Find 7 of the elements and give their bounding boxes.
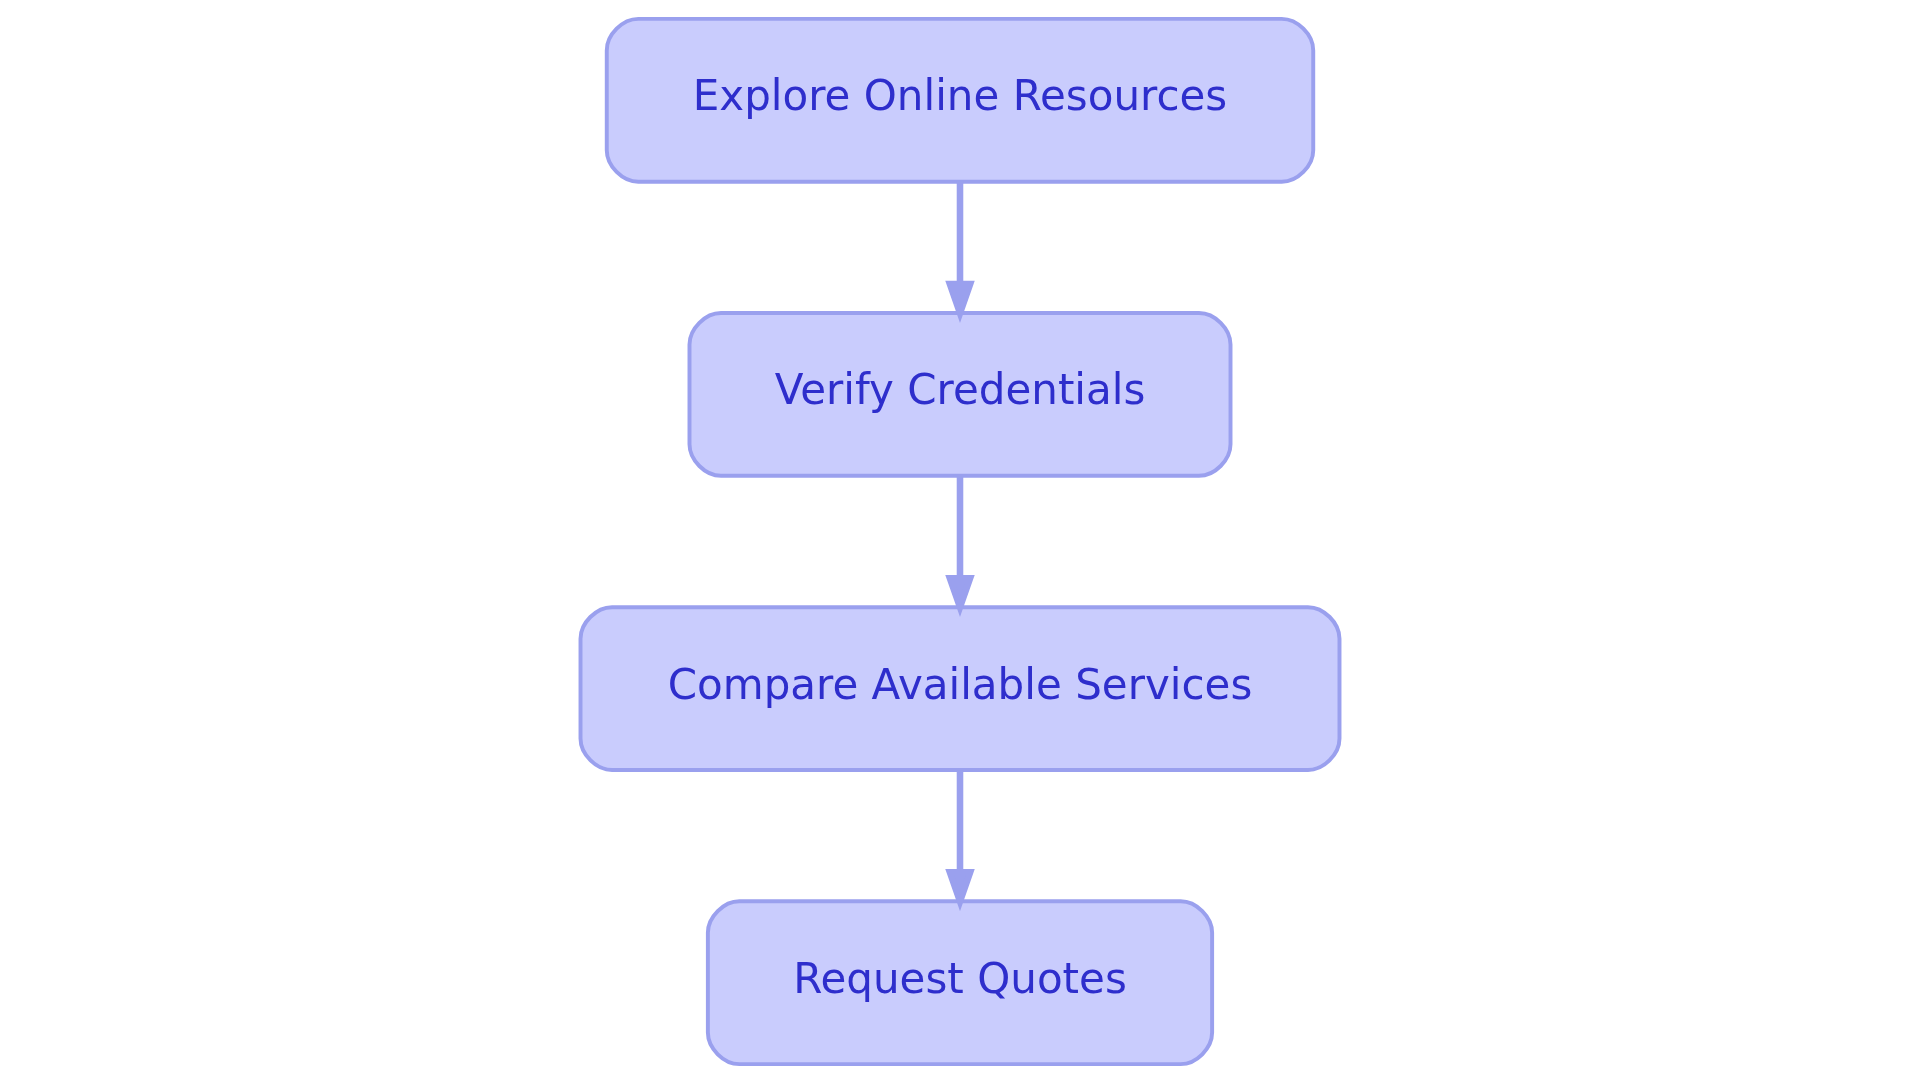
node-box: Compare Available Services — [578, 605, 1342, 772]
arrow — [945, 770, 975, 912]
node-box: Explore Online Resources — [604, 16, 1316, 184]
node-box: Verify Credentials — [687, 311, 1233, 478]
node-box: Request Quotes — [705, 899, 1215, 1067]
arrow — [945, 181, 975, 323]
arrow — [945, 476, 975, 618]
